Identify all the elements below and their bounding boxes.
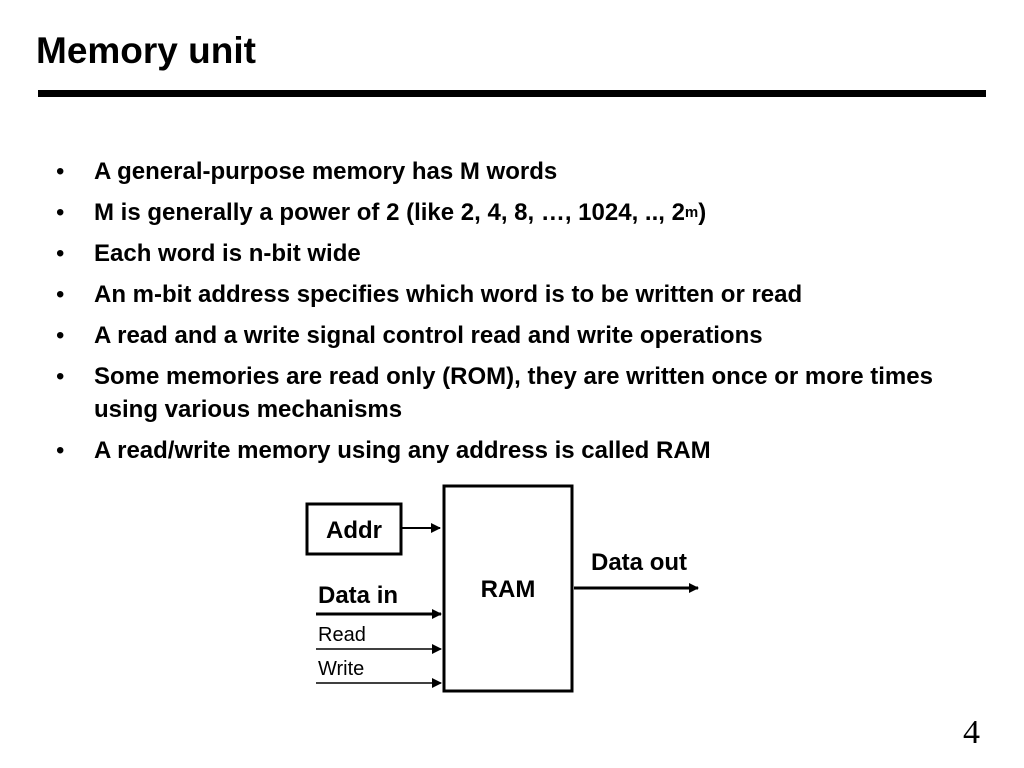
ram-box xyxy=(442,484,574,693)
bullet-item: • A read/write memory using any address i… xyxy=(56,434,956,467)
bullet-dot: • xyxy=(56,281,65,308)
bullet-item: • An m-bit address specifies which word i… xyxy=(56,278,956,311)
bullet-text-tail: ) xyxy=(698,199,707,226)
data-in-label: Data in xyxy=(318,582,398,609)
bullet-dot: • xyxy=(56,158,65,185)
title-divider xyxy=(38,90,986,97)
bullet-text: Some memories are read only (ROM), they … xyxy=(94,363,933,423)
data-out-label: Data out xyxy=(591,549,687,576)
bullet-item: • M is generally a power of 2 (like 2, 4,… xyxy=(56,196,956,229)
superscript-m: m xyxy=(684,204,699,221)
bullet-item: • A read and a write signal control read … xyxy=(56,319,956,352)
bullet-item: • A general-purpose memory has M words xyxy=(56,155,956,188)
bullet-list: • A general-purpose memory has M words • M… xyxy=(56,155,956,475)
bullet-dot: • xyxy=(56,199,65,226)
bullet-text: A read/write memory using any address is… xyxy=(94,437,711,464)
bullet-text: An m-bit address specifies which word is… xyxy=(94,281,803,308)
addr-box xyxy=(305,502,403,556)
page-number: 4 xyxy=(963,714,980,751)
bullet-item: • Each word is n-bit wide xyxy=(56,237,956,270)
bullet-text: A read and a write signal control read a… xyxy=(94,322,763,349)
bullet-dot: • xyxy=(56,322,65,349)
bullet-text: M is generally a power of 2 (like 2, 4, … xyxy=(94,199,685,226)
addr-label: Addr xyxy=(326,517,382,544)
bullet-dot: • xyxy=(56,363,65,390)
bullet-item: • Some memories are read only (ROM), they… xyxy=(56,360,956,426)
bullet-text: A general-purpose memory has M words xyxy=(94,158,558,185)
ram-label: RAM xyxy=(481,576,536,603)
bullet-dot: • xyxy=(56,240,65,267)
read-label: Read xyxy=(318,624,366,646)
bullet-dot: • xyxy=(56,437,65,464)
slide-title: Memory unit xyxy=(36,30,256,71)
write-label: Write xyxy=(318,658,364,680)
bullet-text: Each word is n-bit wide xyxy=(94,240,361,267)
